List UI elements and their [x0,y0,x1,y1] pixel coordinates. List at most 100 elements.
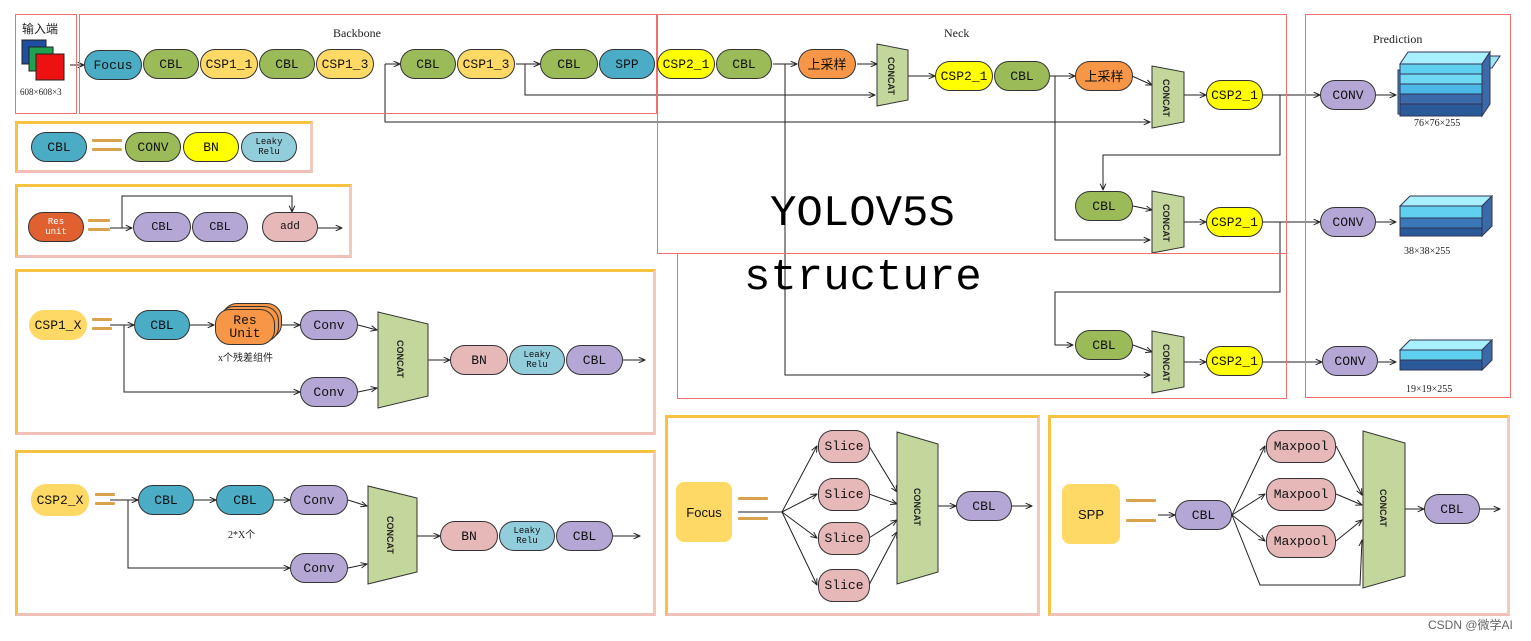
legend-cbl-conv: CONV [125,132,181,162]
backbone-csp1-3a: CSP1_3 [316,49,374,79]
prediction-title: Prediction [1373,32,1423,46]
legend-focus-concat: CONCAT [912,488,922,526]
backbone-csp1-1: CSP1_1 [200,49,258,79]
legend-csp1-res-caption: x个残差组件 [218,353,273,364]
pred-conv-2: CONV [1320,207,1376,237]
neck-cbl-4: CBL [1075,330,1133,360]
neck-frame [657,14,1287,254]
prediction-frame [1305,14,1511,398]
center-title-line1: YOLOV5S [770,189,955,239]
backbone-cbl-2: CBL [259,49,315,79]
center-title-line2: structure [744,253,982,303]
legend-csp2-leaky: Leaky Relu [499,521,555,551]
neck-cbl-2: CBL [994,61,1050,91]
neck-cbl-3: CBL [1075,191,1133,221]
legend-res-frame [15,184,352,258]
legend-focus-slice-4: Slice [818,569,870,602]
concat-shape [1151,190,1185,254]
equals-sign [92,139,122,157]
legend-res-head: Res unit [28,212,84,242]
neck-upsample-2: 上采样 [1075,61,1133,91]
neck-frame-lower [677,253,1287,399]
legend-spp-head: SPP [1062,484,1120,544]
legend-csp1-frame [15,269,656,435]
legend-csp2-tail: CBL [556,521,613,551]
legend-cbl-frame [15,121,313,173]
legend-csp1-bn: BN [450,345,508,375]
legend-csp2-cbl-2: CBL [216,485,274,515]
legend-csp1-leaky: Leaky Relu [509,345,565,375]
output-label-38: 38×38×255 [1404,246,1451,257]
legend-res-cbl-1: CBL [133,212,191,242]
neck-csp2-1a: CSP2_1 [657,49,715,79]
output-label-19: 19×19×255 [1406,384,1453,395]
backbone-csp1-3b: CSP1_3 [457,49,515,79]
backbone-cbl-3: CBL [400,49,456,79]
pred-conv-1: CONV [1320,80,1376,110]
neck-concat-label-1: CONCAT [886,57,896,95]
neck-concat-label-2: CONCAT [1161,79,1171,117]
concat-shape [367,485,418,585]
output-tensor-19 [1398,338,1494,372]
input-frame [15,14,77,114]
neck-concat-label-3: CONCAT [1161,204,1171,242]
legend-focus-head: Focus [676,482,732,542]
legend-csp2-concat: CONCAT [385,516,395,554]
neck-concat-label-4: CONCAT [1161,344,1171,382]
legend-focus-slice-3: Slice [818,522,870,555]
concat-shape [896,431,939,585]
concat-shape [876,43,909,107]
backbone-frame [79,14,657,114]
neck-csp2-1e: CSP2_1 [1206,346,1263,376]
equals-sign [88,219,110,237]
legend-csp1-cbl: CBL [134,310,190,340]
equals-sign [1126,499,1156,528]
legend-csp2-conv-2: Conv [290,553,348,583]
backbone-spp: SPP [599,49,655,79]
concat-shape [1151,65,1185,129]
concat-shape [1151,330,1185,394]
equals-sign [92,318,112,336]
legend-spp-tail: CBL [1424,494,1480,524]
legend-csp1-conv-2: Conv [300,377,358,407]
legend-cbl-head: CBL [31,132,87,162]
input-title: 输入端 [22,22,59,36]
legend-csp2-frame [15,450,656,616]
legend-csp1-conv-1: Conv [300,310,358,340]
backbone-title: Backbone [333,26,381,40]
legend-res-add: add [262,212,318,242]
pred-conv-3: CONV [1322,346,1378,376]
legend-spp-frame [1048,415,1510,616]
legend-spp-maxpool-2: Maxpool [1266,478,1336,511]
output-tensor-76 [1397,50,1501,118]
legend-csp2-caption: 2*X个 [228,530,256,541]
neck-cbl-1: CBL [716,49,772,79]
legend-csp1-res: Res Unit [215,309,275,345]
output-label-76: 76×76×255 [1414,118,1461,129]
legend-csp2-bn: BN [440,521,498,551]
equals-sign [95,493,115,511]
neck-upsample-1: 上采样 [798,49,856,79]
output-tensor-38 [1398,194,1494,238]
legend-cbl-leaky: Leaky Relu [241,132,297,162]
legend-spp-concat: CONCAT [1378,489,1388,527]
legend-focus-slice-1: Slice [818,430,870,463]
neck-title: Neck [944,26,970,40]
legend-focus-frame [665,415,1040,616]
backbone-cbl-4: CBL [540,49,598,79]
watermark: CSDN @微学AI [1428,618,1513,632]
legend-csp1-concat: CONCAT [395,340,405,378]
neck-csp2-1c: CSP2_1 [1206,80,1263,110]
equals-sign [738,497,768,526]
legend-csp2-cbl-1: CBL [138,485,194,515]
legend-res-cbl-2: CBL [192,212,248,242]
legend-csp2-conv-1: Conv [290,485,348,515]
input-channel-red [35,53,65,81]
legend-spp-cbl: CBL [1175,500,1232,530]
concat-shape [1362,430,1406,589]
backbone-focus: Focus [84,50,142,80]
neck-csp2-1b: CSP2_1 [935,61,993,91]
concat-shape [377,311,429,409]
